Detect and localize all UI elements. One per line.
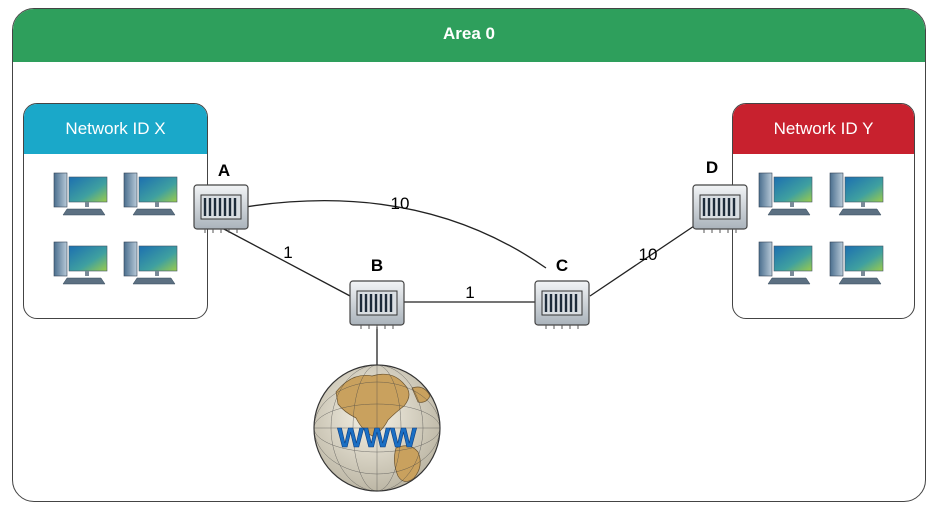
computer-icon [758, 241, 813, 285]
network-y-label: Network ID Y [733, 104, 914, 154]
globe-icon: WWW [313, 364, 441, 492]
link-cost-b-c: 1 [465, 283, 474, 302]
router-a-label: A [218, 161, 230, 180]
link-cost-a-b: 1 [283, 243, 292, 262]
link-cost-c-d: 10 [639, 245, 658, 264]
computer-icon [53, 241, 108, 285]
router-a [192, 183, 250, 235]
link-a-b [221, 227, 353, 298]
computer-icon [123, 241, 178, 285]
router-d-label: D [706, 158, 718, 177]
router-c [533, 279, 591, 331]
link-a-c [244, 200, 547, 269]
computer-icon [53, 172, 108, 216]
computer-icon [758, 172, 813, 216]
router-c-label: C [556, 256, 568, 275]
router-b-label: B [371, 256, 383, 275]
router-d [691, 183, 749, 235]
link-cost-a-c: 10 [391, 194, 410, 213]
computer-icon [829, 241, 884, 285]
network-box-y: Network ID Y [732, 103, 915, 319]
globe-label: WWW [337, 422, 417, 453]
router-b [348, 279, 406, 331]
computer-icon [829, 172, 884, 216]
network-x-label: Network ID X [24, 104, 207, 154]
computer-icon [123, 172, 178, 216]
link-c-d [589, 221, 701, 297]
area-title: Area 0 [13, 9, 925, 62]
